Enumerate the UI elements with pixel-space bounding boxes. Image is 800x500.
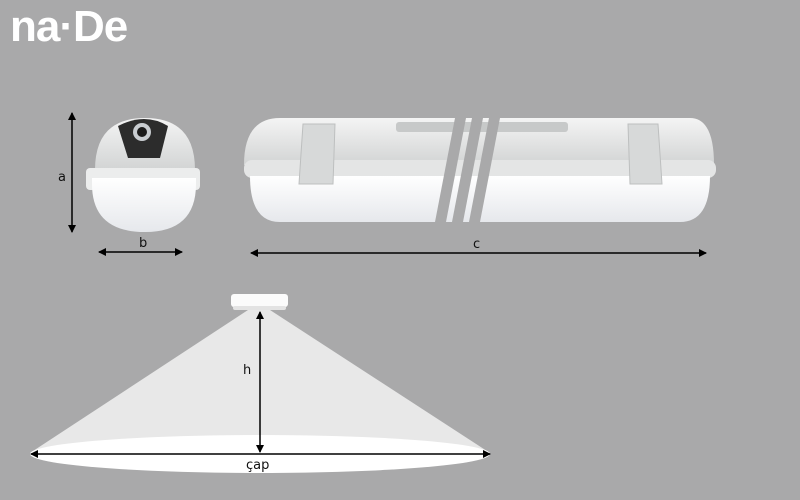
- dimension-a-label: a: [58, 170, 66, 185]
- dimension-c-label: c: [473, 237, 480, 252]
- dimension-h-label: h: [243, 363, 251, 378]
- ceiling-fixture-icon: [231, 294, 288, 310]
- dimension-diameter-label: çap: [246, 458, 269, 473]
- fixture-end-view: [86, 118, 200, 232]
- dimension-b-label: b: [139, 236, 147, 251]
- brand-logo: na·De: [10, 2, 127, 51]
- fixture-side-view: [244, 118, 716, 222]
